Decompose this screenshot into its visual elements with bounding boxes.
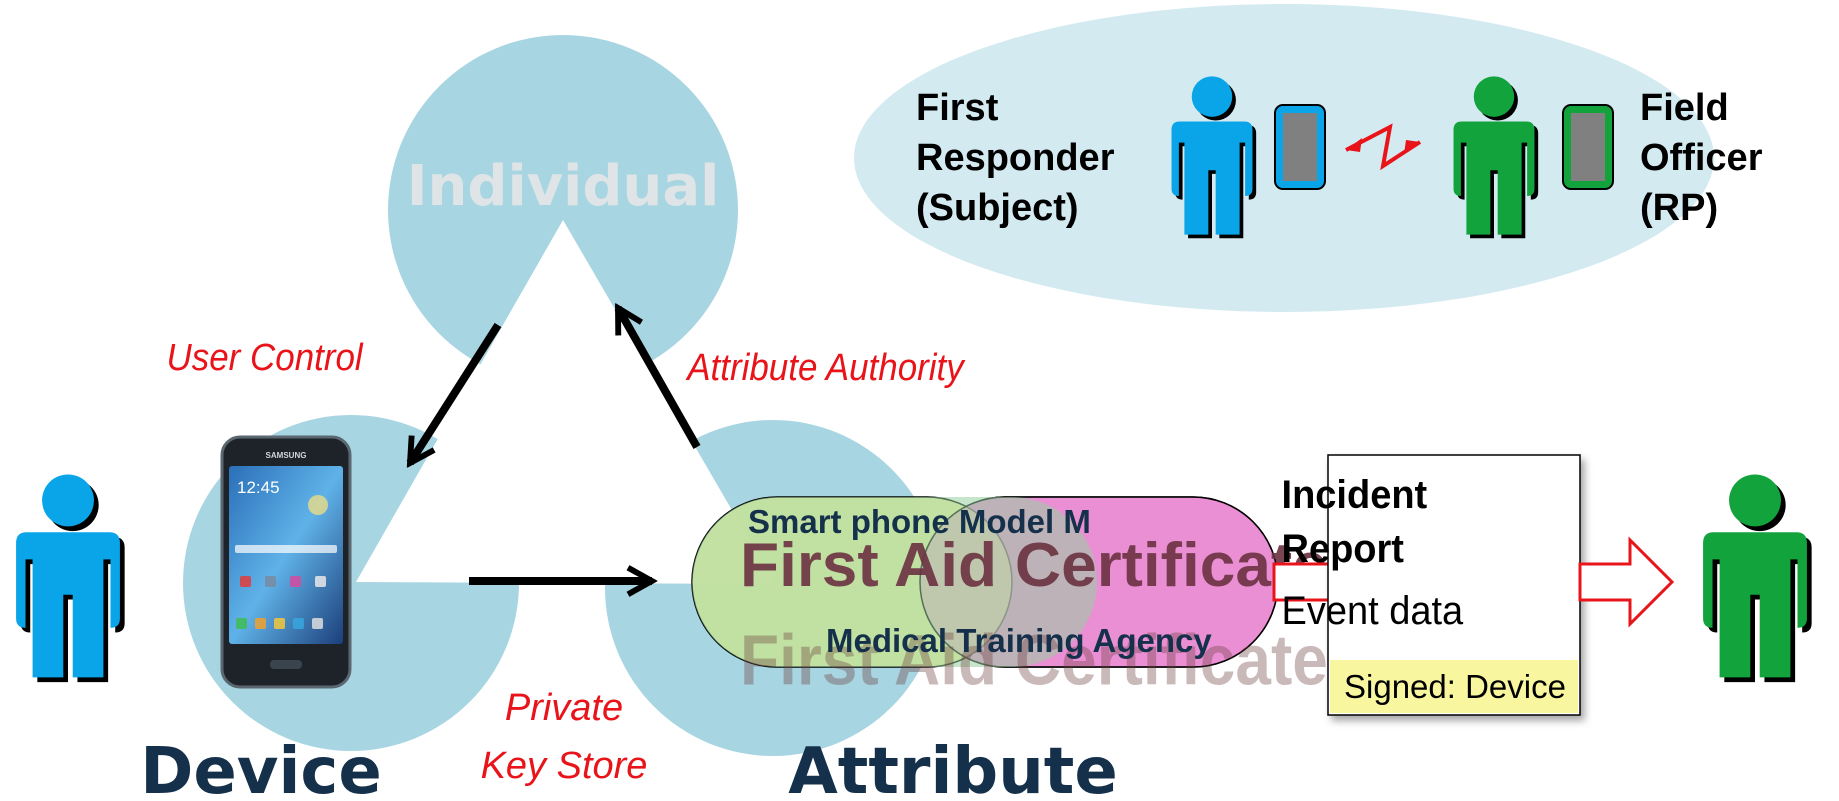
rp-line-2: Officer [1640,137,1763,179]
attribute-authority-label: Attribute Authority [685,346,966,389]
individual-circle [388,35,738,385]
subject-line-1: First [916,87,999,129]
cert-subject-line: Smart phone Model M [748,503,1091,540]
individual-label: Individual [407,154,720,219]
phone-brand: SAMSUNG [266,451,307,460]
report-title-line-2: Report [1282,527,1404,571]
key-store-label: Key Store [481,745,648,787]
officer-phone-icon [1562,104,1614,190]
subject-line-3: (Subject) [916,187,1079,229]
smartphone-icon: SAMSUNG 12:45 [220,435,352,689]
attribute-authority-arrow [614,308,701,449]
user-control-arrow [406,322,502,463]
report-body: Event data [1282,589,1464,633]
responder-phone-icon [1274,104,1326,190]
rp-line-1: Field [1640,87,1729,129]
cert-title-shadow: First Aid Certificate [740,620,1328,700]
user-control-label: User Control [167,336,364,379]
incident-report-card: Incident Report Event data Signed: Devic… [1282,454,1581,716]
relying-party-person-icon [1703,474,1812,683]
cert-title-line: First Aid Certificate [740,531,1328,600]
attribute-label: Attribute [788,735,1118,801]
lightning-arrowhead-left [1346,138,1362,152]
report-title-line-1: Incident [1282,473,1428,517]
lightning-arrowhead-right [1404,140,1420,154]
rp-line-3: (RP) [1640,187,1718,229]
report-signed: Signed: Device [1344,668,1566,705]
cert-issuer-line: Medical Training Agency [826,622,1212,659]
phone-clock: 12:45 [237,478,280,497]
lightning-link-icon [1345,123,1422,171]
individual-person-icon [16,474,125,683]
triangle-center [356,220,775,584]
certificate-green-region [692,497,1097,667]
private-label: Private [505,687,623,729]
device-label: Device [140,735,382,801]
report-to-officer-arrow-icon [1578,536,1675,628]
subject-line-2: Responder [916,137,1115,179]
